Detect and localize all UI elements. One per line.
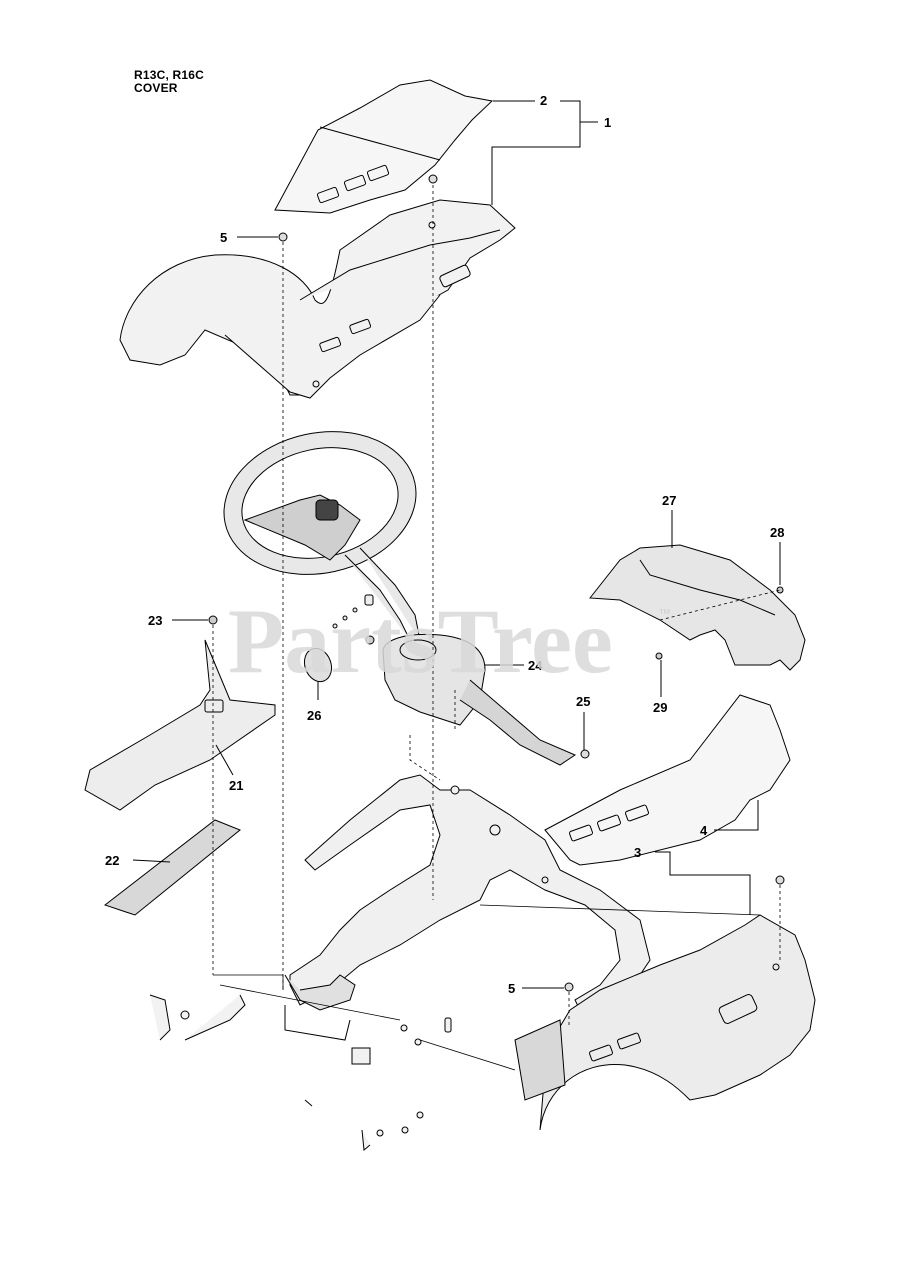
part-26-cap (303, 647, 333, 683)
callout-4: 4 (700, 823, 708, 838)
callouts: 2 1 5 27 28 23 24 25 29 26 21 4 3 22 5 (105, 93, 784, 996)
callout-26: 26 (307, 708, 321, 723)
callout-21: 21 (229, 778, 243, 793)
callout-1: 1 (604, 115, 611, 130)
callout-22: 22 (105, 853, 119, 868)
part-3-lower-cover (514, 914, 816, 1131)
column-hardware (332, 594, 374, 629)
watermark-text: PartsTree (228, 590, 613, 692)
callout-5-top: 5 (220, 230, 227, 245)
watermark-trademark: ™ (658, 606, 671, 621)
watermark: PartsTree ™ (228, 590, 671, 692)
model-title: R13C, R16C (134, 68, 205, 82)
part-21-side-panel (84, 615, 276, 811)
leader-lines (132, 100, 781, 989)
steering-wheel (223, 431, 421, 641)
callout-5-bottom: 5 (508, 981, 515, 996)
part-1-upper-cover (119, 199, 516, 399)
callout-24: 24 (528, 658, 543, 673)
part-4-lower-mat (544, 694, 791, 866)
callout-29: 29 (653, 700, 667, 715)
callout-2: 2 (540, 93, 547, 108)
screw-5-top (278, 174, 438, 242)
part-2-upper-mat (274, 79, 494, 214)
explode-frame-lines (213, 904, 761, 1071)
callout-28: 28 (770, 525, 784, 540)
part-22-strip (103, 819, 241, 916)
explode-lines (212, 185, 781, 1025)
bracket-hardware (149, 994, 452, 1151)
callout-25: 25 (576, 694, 590, 709)
callout-3: 3 (634, 845, 641, 860)
callout-23: 23 (148, 613, 162, 628)
callout-27: 27 (662, 493, 676, 508)
section-title: COVER (134, 81, 178, 95)
screw-5-bottom (564, 749, 785, 992)
part-27-rear-cover (589, 544, 806, 671)
part-24-console (365, 633, 577, 766)
